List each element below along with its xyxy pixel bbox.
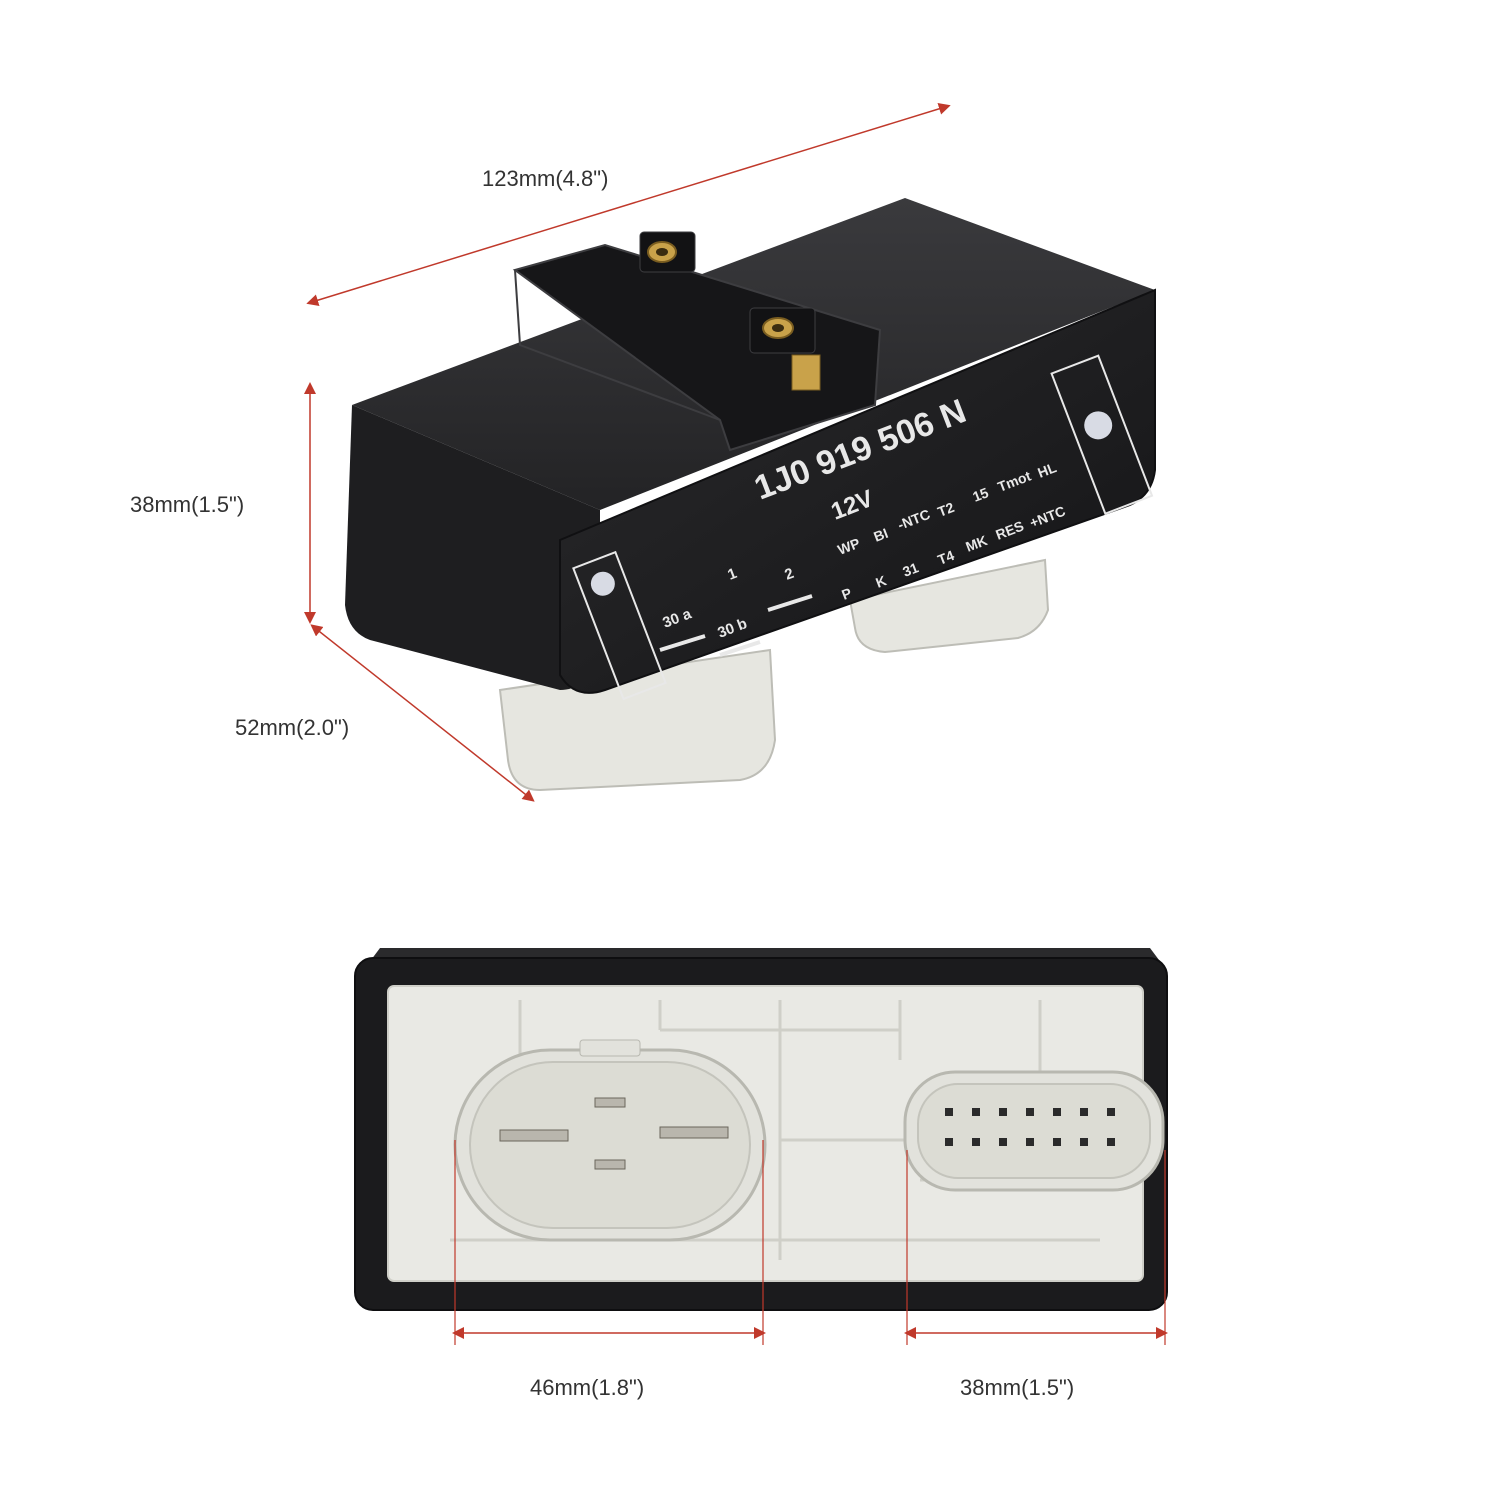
small-plug-label: 38mm(1.5") [960, 1375, 1074, 1400]
signal-pin [972, 1138, 980, 1146]
signal-pin [1053, 1138, 1061, 1146]
pin-contact [499, 1129, 569, 1142]
brass-insert-lower [749, 307, 821, 391]
pin-label: HL [1035, 459, 1059, 481]
small-signal-plug [903, 1070, 1165, 1192]
pin-label: WP [835, 535, 862, 558]
signal-pin [972, 1108, 980, 1116]
large-plug-label: 46mm(1.8") [530, 1375, 644, 1400]
module-perspective-view: 1J0 919 506 N 12V WP BI -NTC T2 15 Tmot … [130, 103, 1156, 802]
depth-dimension-line [310, 624, 535, 802]
print-outline-right [1050, 354, 1154, 515]
print-outline-left [572, 550, 667, 701]
signal-pin [945, 1108, 953, 1116]
signal-pin [1053, 1108, 1061, 1116]
height-label: 38mm(1.5") [130, 492, 244, 517]
signal-pin [1107, 1138, 1115, 1146]
length-dimension-line [306, 103, 951, 306]
lower-connector-right [848, 558, 1050, 654]
pin-label: 31 [900, 559, 920, 580]
housing-left-face [345, 405, 600, 690]
pin-label: 15 [970, 484, 990, 505]
signal-pin [999, 1138, 1007, 1146]
pin-contact [659, 1126, 729, 1139]
depth-label: 52mm(2.0") [235, 715, 349, 740]
module-connector-view: 46mm(1.8") 38mm(1.5") [354, 948, 1168, 1400]
pin-label: BI [871, 525, 890, 545]
pin-label: MK [963, 532, 989, 555]
brass-insert-upper [639, 231, 696, 273]
pin-label: T4 [935, 547, 956, 568]
pin-contact [594, 1159, 626, 1170]
pin-contact [594, 1097, 626, 1108]
pin-label: T2 [935, 499, 956, 520]
small-pin-grid [945, 1108, 1115, 1146]
signal-pin [1026, 1108, 1034, 1116]
signal-pin [1080, 1108, 1088, 1116]
length-label: 123mm(4.8") [482, 166, 608, 191]
signal-pin [1080, 1138, 1088, 1146]
signal-pin [999, 1108, 1007, 1116]
signal-pin [945, 1138, 953, 1146]
signal-pin [1107, 1108, 1115, 1116]
signal-pin [1026, 1138, 1034, 1146]
large-power-plug [453, 1039, 767, 1242]
